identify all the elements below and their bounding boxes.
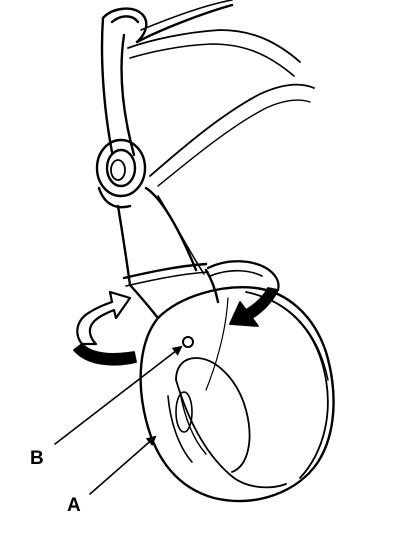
pivot-hub (95, 138, 147, 209)
slider-arm (116, 186, 220, 320)
rotation-arrow-right-icon (206, 260, 280, 327)
leader-line-a (89, 435, 157, 495)
leader-line-b (54, 345, 183, 445)
rotation-arrow-left-icon (73, 290, 137, 366)
callout-label-a: A (67, 495, 81, 516)
headband (100, 0, 315, 187)
callout-label-b: B (30, 448, 44, 469)
